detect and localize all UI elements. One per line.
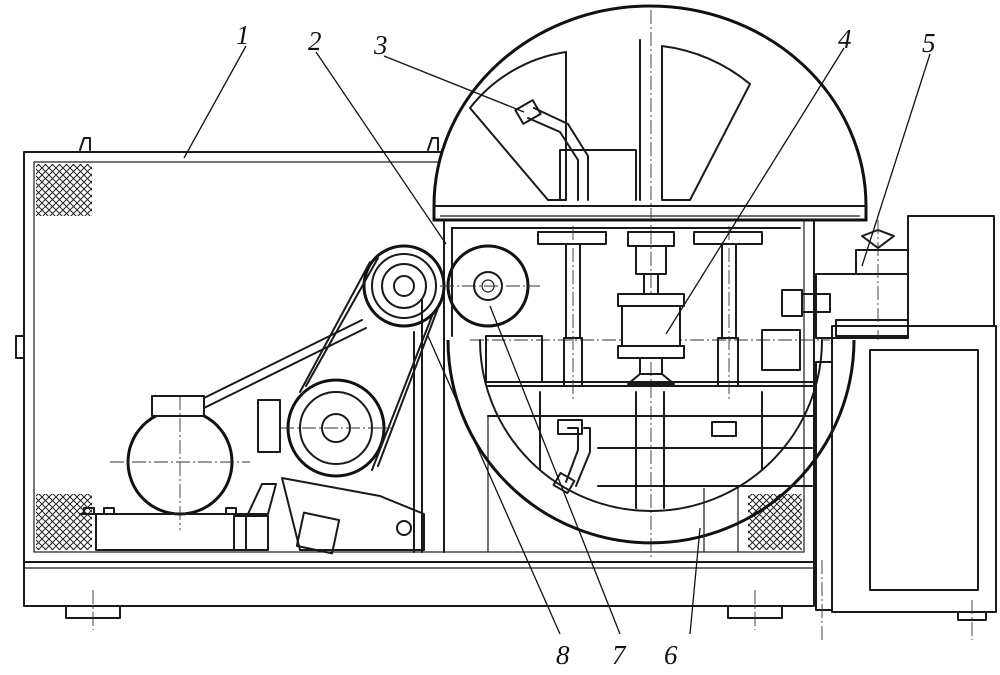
tilt-mechanism xyxy=(233,477,425,555)
drive-belts xyxy=(203,257,439,471)
housing-frame xyxy=(15,137,815,630)
corner-hatch xyxy=(36,164,92,216)
callout-labels: 1 2 3 4 5 6 7 8 xyxy=(236,20,936,670)
motor-base xyxy=(79,507,261,551)
callout-8: 8 xyxy=(556,640,570,670)
callout-6: 6 xyxy=(664,640,678,670)
motor xyxy=(110,395,281,530)
corner-hatch xyxy=(36,494,92,550)
callout-7: 7 xyxy=(612,640,627,670)
spindle-right xyxy=(693,226,763,400)
side-unit xyxy=(781,215,997,640)
corner-hatch xyxy=(748,494,802,550)
callout-3: 3 xyxy=(373,30,388,60)
callout-5: 5 xyxy=(922,28,936,58)
upper-nozzle xyxy=(514,99,589,201)
roller-pulley xyxy=(440,244,540,328)
dome-guard xyxy=(432,4,868,560)
callout-2: 2 xyxy=(308,26,322,56)
callout-4: 4 xyxy=(838,24,852,54)
lower-pulley xyxy=(280,378,392,478)
upper-pulley xyxy=(362,244,446,328)
lower-nozzle xyxy=(552,419,737,495)
leader-lines xyxy=(183,45,931,635)
callout-1: 1 xyxy=(236,20,250,50)
spindle-left xyxy=(537,226,607,400)
